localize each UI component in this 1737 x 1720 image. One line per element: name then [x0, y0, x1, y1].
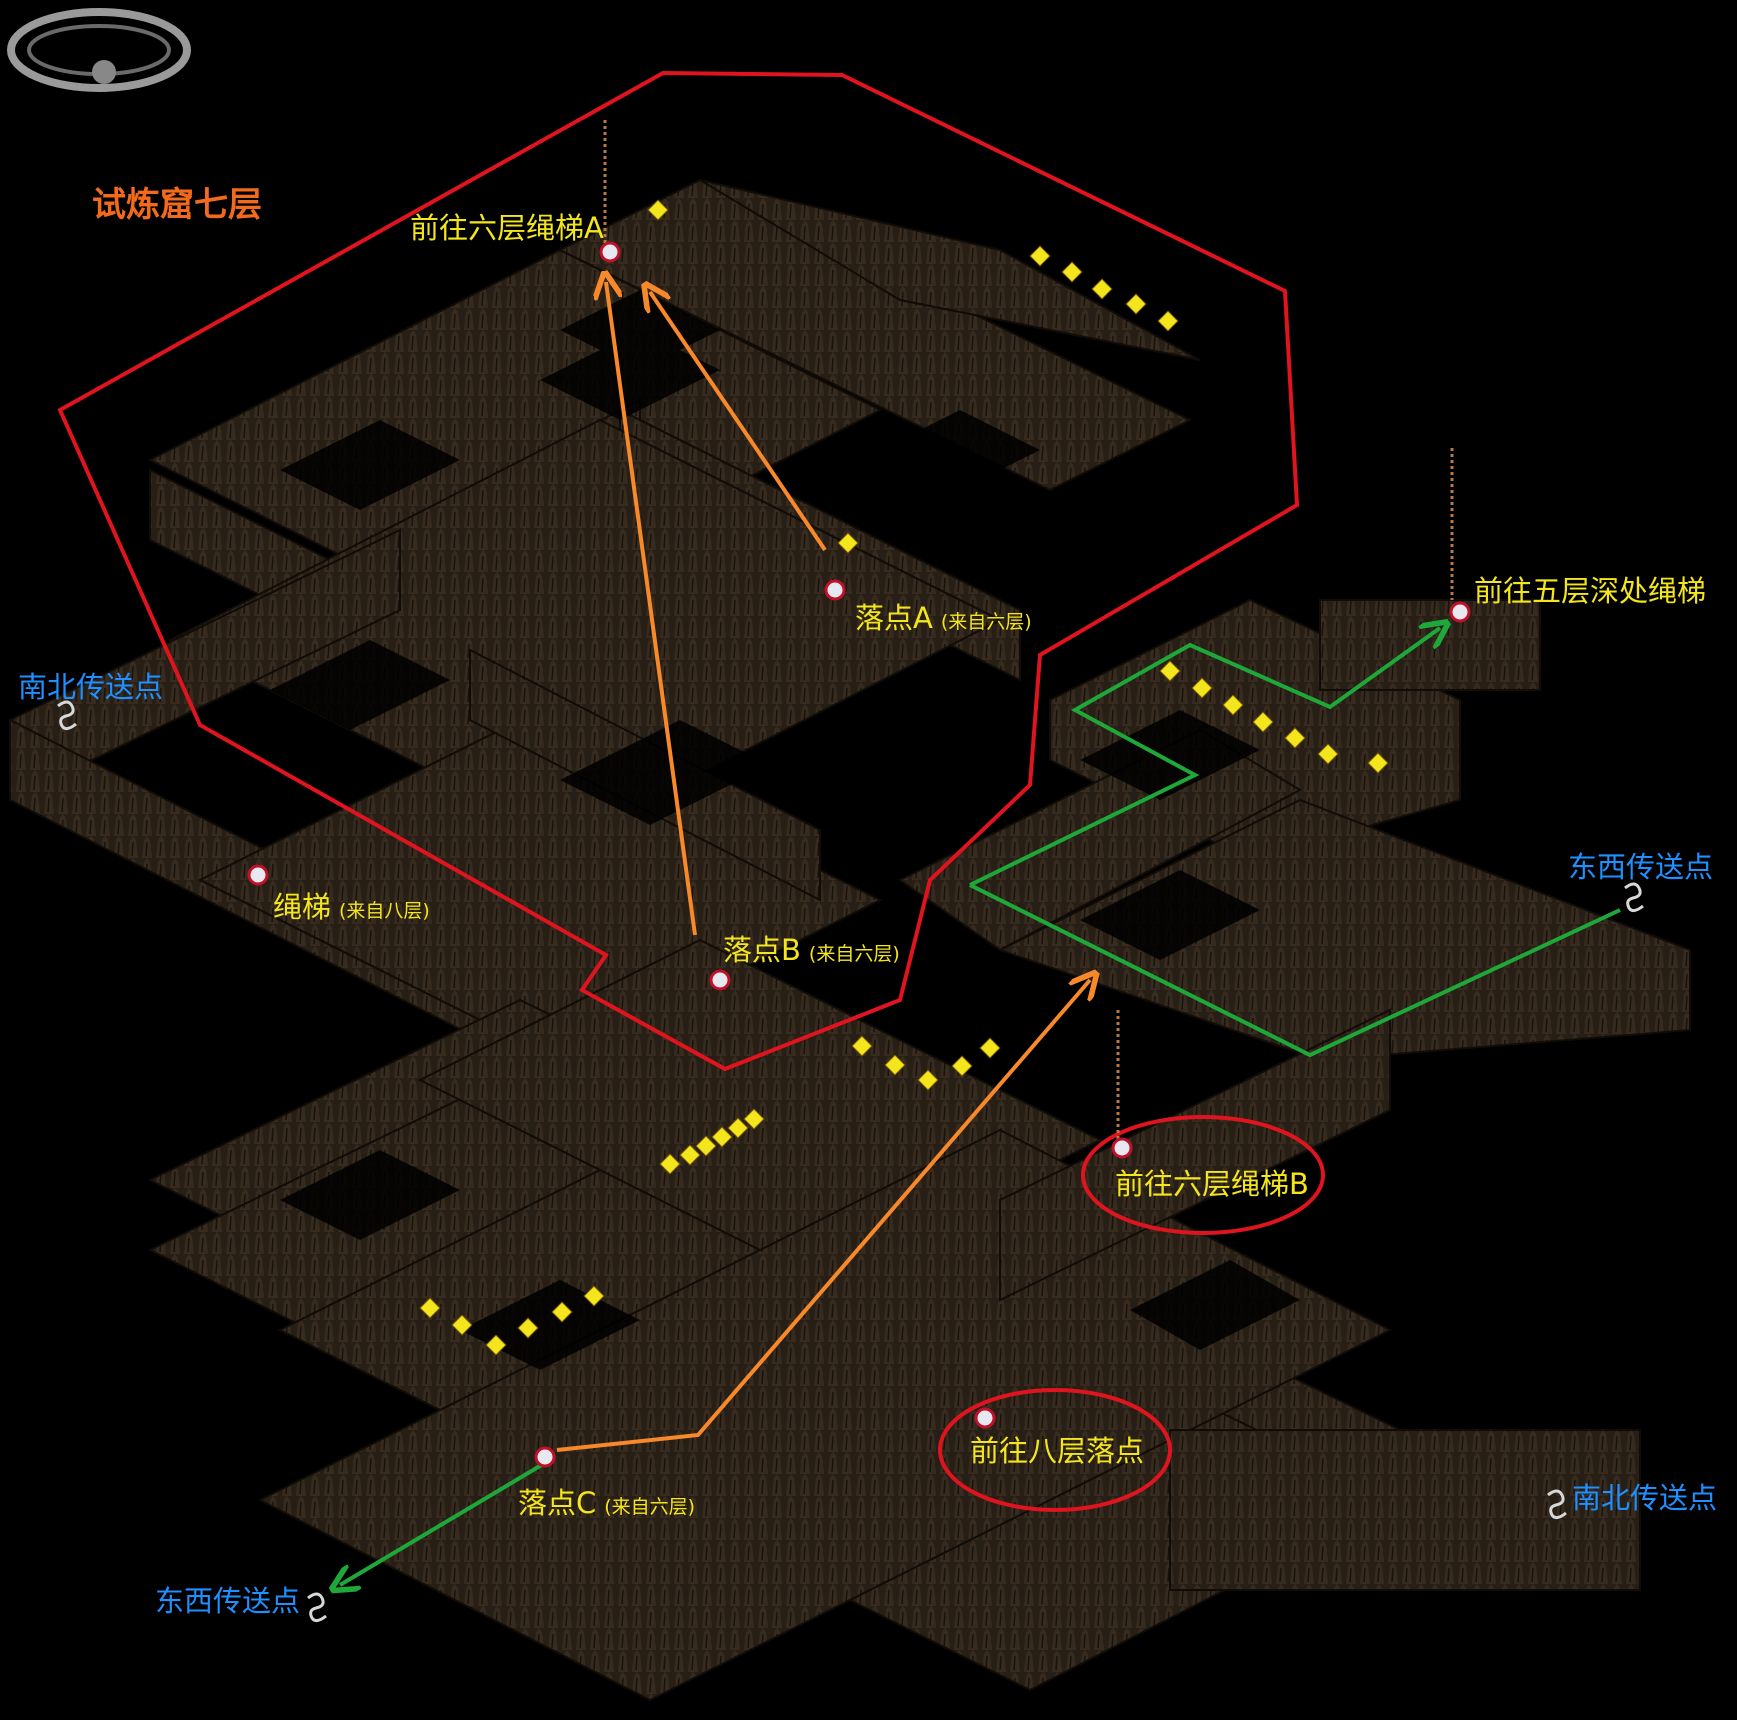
drop-8-circle [938, 1388, 1172, 1512]
orange-routes [556, 282, 1090, 1452]
cave-corridors [9, 178, 1691, 1702]
drop-c-name: 落点C [518, 1486, 597, 1520]
map-title: 试炼窟七层 [92, 185, 262, 225]
item-marker-icon [419, 199, 1389, 1356]
label-ew-teleport-2: 东西传送点 [155, 1584, 301, 1618]
drop-c-source: (来自六层) [604, 1496, 696, 1518]
label-drop-b: 落点B (来自六层) [723, 936, 900, 965]
rope-icon [603, 120, 1454, 1140]
label-drop-a: 落点A (来自六层) [855, 604, 1032, 633]
drop-a-name: 落点A [855, 601, 933, 635]
label-rope-8: 绳梯 (来自八层) [273, 893, 430, 922]
label-drop-c: 落点C (来自六层) [518, 1489, 695, 1518]
drop-b-name: 落点B [723, 933, 801, 967]
rope-8-name: 绳梯 [273, 890, 332, 924]
logo-emblem [7, 8, 191, 92]
cave-voids [270, 290, 1300, 1370]
label-rope-5: 前往五层深处绳梯 [1474, 574, 1707, 608]
drop-b-source: (来自六层) [808, 943, 900, 965]
rope-b-circle [1081, 1115, 1325, 1235]
label-ew-teleport-1: 东西传送点 [1568, 850, 1714, 884]
label-rope-b: 前往六层绳梯B [1115, 1167, 1309, 1201]
label-ns-teleport-2: 南北传送点 [1572, 1481, 1718, 1515]
label-ns-teleport-1: 南北传送点 [18, 670, 164, 704]
portal-icon [247, 241, 1471, 1468]
teleport-icon [57, 700, 1644, 1623]
rope-8-source: (来自八层) [339, 900, 430, 922]
drop-a-source: (来自六层) [940, 611, 1032, 633]
label-rope-a: 前往六层绳梯A [410, 211, 604, 245]
label-drop-8: 前往八层落点 [970, 1434, 1145, 1468]
zone-outline [57, 70, 1300, 1072]
green-routes [340, 628, 1621, 1585]
